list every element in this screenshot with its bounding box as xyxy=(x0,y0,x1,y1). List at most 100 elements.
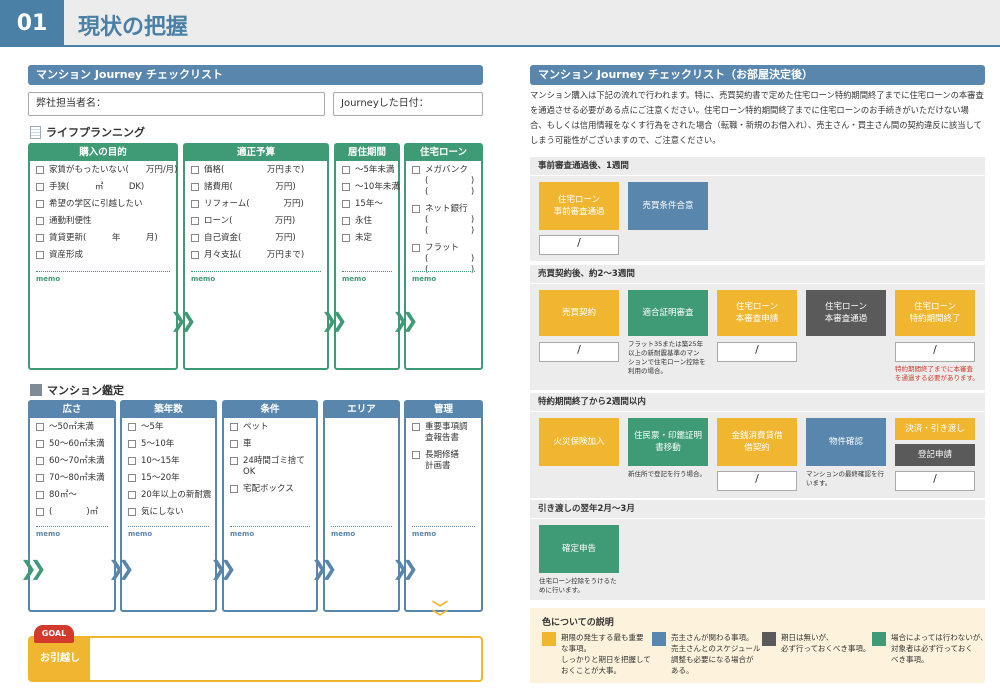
checkbox[interactable] xyxy=(128,474,136,482)
checkbox[interactable] xyxy=(36,234,44,242)
checklist-item[interactable]: 価格( 万円まで) xyxy=(191,165,322,176)
checklist-item[interactable]: ペット xyxy=(230,422,311,433)
checklist-item[interactable]: フラット ( ) ( ) xyxy=(412,243,476,276)
checkbox[interactable] xyxy=(230,485,238,493)
stage-4: 引き渡しの翌年2月〜3月 確定申告 住宅ローン控除をうけるた めに行います。 xyxy=(530,500,985,600)
checklist-item[interactable]: 気にしない xyxy=(128,507,210,518)
checklist-item[interactable]: 〜5年 xyxy=(128,422,210,433)
checkbox[interactable] xyxy=(342,183,350,191)
checkbox[interactable] xyxy=(412,244,420,252)
checkbox[interactable] xyxy=(128,423,136,431)
checklist-item[interactable]: 長期修繕 計画書 xyxy=(412,450,476,472)
checklist-item[interactable]: 賃貸更新( 年 月) xyxy=(36,233,171,244)
checkbox[interactable] xyxy=(412,423,420,431)
checkbox[interactable] xyxy=(191,166,199,174)
staff-name-field[interactable]: 弊社担当者名： xyxy=(28,92,325,116)
checkbox[interactable] xyxy=(191,200,199,208)
checklist-item[interactable]: 自己資金( 万円) xyxy=(191,233,322,244)
col-region: エリア memo xyxy=(323,400,400,612)
checkbox[interactable] xyxy=(342,217,350,225)
checklist-item-label: 20年以上の新耐震 xyxy=(141,490,212,500)
checkbox[interactable] xyxy=(36,200,44,208)
date-slot[interactable]: / xyxy=(539,342,619,362)
checkbox[interactable] xyxy=(342,166,350,174)
legend-yellow: 期限の発生する最も重要 な事項。 しっかりと期日を把握して おくことが大事。 xyxy=(561,633,651,675)
date-slot[interactable]: / xyxy=(895,471,975,491)
checkbox[interactable] xyxy=(128,440,136,448)
checklist-item[interactable]: 15年〜 xyxy=(342,199,393,210)
col-loan: 住宅ローン メガバンク ( ) ( )ネット銀行 ( ) ( )フラット ( )… xyxy=(404,143,483,370)
chevron-right-icon: ❯❯ xyxy=(392,308,418,332)
checklist-item[interactable]: 通勤利便性 xyxy=(36,216,171,227)
checkbox[interactable] xyxy=(36,183,44,191)
checkbox[interactable] xyxy=(36,491,44,499)
checklist-item[interactable]: 〜10年未満 xyxy=(342,182,400,193)
checklist-item-label: 24時間ゴミ捨て OK xyxy=(243,456,305,477)
checklist-item[interactable]: 〜5年未満 xyxy=(342,165,394,176)
checkbox[interactable] xyxy=(36,474,44,482)
date-slot[interactable]: / xyxy=(895,342,975,362)
checkbox[interactable] xyxy=(36,251,44,259)
checklist-item[interactable]: 宅配ボックス xyxy=(230,484,311,495)
checkbox[interactable] xyxy=(36,440,44,448)
checkbox[interactable] xyxy=(36,217,44,225)
checklist-item[interactable]: 月々支払( 万円まで) xyxy=(191,250,322,261)
checkbox[interactable] xyxy=(342,200,350,208)
checkbox[interactable] xyxy=(230,457,238,465)
checklist-item[interactable]: 〜50㎡未満 xyxy=(36,422,109,433)
checkbox[interactable] xyxy=(342,234,350,242)
checklist-item[interactable]: ローン( 万円) xyxy=(191,216,322,227)
date-slot[interactable]: / xyxy=(717,471,797,491)
checklist-item-label: 永住 xyxy=(355,216,373,226)
checkbox[interactable] xyxy=(412,451,420,459)
checkbox[interactable] xyxy=(36,508,44,516)
checkbox[interactable] xyxy=(412,205,420,213)
checklist-item[interactable]: 未定 xyxy=(342,233,393,244)
checklist-item[interactable]: ( )㎡ xyxy=(36,507,109,518)
tile-preapproval: 住宅ローン 事前審査通過 xyxy=(539,182,619,230)
checklist-item[interactable]: 車 xyxy=(230,439,311,450)
checkbox[interactable] xyxy=(36,423,44,431)
checkbox[interactable] xyxy=(191,234,199,242)
date-slot[interactable]: / xyxy=(717,342,797,362)
checklist-item[interactable]: 資産形成 xyxy=(36,250,171,261)
goal-label: お引越し xyxy=(30,638,90,680)
page-title: 現状の把握 xyxy=(78,15,189,40)
col-budget: 適正予算 価格( 万円まで)諸費用( 万円)リフォーム( 万円)ローン( 万円)… xyxy=(183,143,329,370)
checklist-item[interactable]: 重要事項調 査報告書 xyxy=(412,422,476,444)
checkbox[interactable] xyxy=(128,491,136,499)
checklist-item[interactable]: メガバンク ( ) ( ) xyxy=(412,165,476,198)
checklist-item[interactable]: 諸費用( 万円) xyxy=(191,182,322,193)
checklist-item[interactable]: 10〜15年 xyxy=(128,456,210,467)
checklist-item[interactable]: 希望の学区に引越したい xyxy=(36,199,171,210)
checklist-item[interactable]: 5〜10年 xyxy=(128,439,210,450)
tile-conformity-review: 適合証明審査 xyxy=(628,290,708,336)
checkbox[interactable] xyxy=(191,183,199,191)
checkbox[interactable] xyxy=(36,457,44,465)
tile-main-review-pass: 住宅ローン 本審査通過 xyxy=(806,290,886,336)
checkbox[interactable] xyxy=(230,423,238,431)
checkbox[interactable] xyxy=(128,508,136,516)
checklist-item[interactable]: 80㎡〜 xyxy=(36,490,109,501)
checklist-item-label: 50〜60㎡未満 xyxy=(49,439,105,449)
checklist-item[interactable]: 24時間ゴミ捨て OK xyxy=(230,456,311,478)
checklist-item[interactable]: 15〜20年 xyxy=(128,473,210,484)
checkbox[interactable] xyxy=(191,217,199,225)
checkbox[interactable] xyxy=(36,166,44,174)
checklist-item[interactable]: 手狭( ㎡ DK) xyxy=(36,182,171,193)
checklist-item[interactable]: ネット銀行 ( ) ( ) xyxy=(412,204,476,237)
journey-date-field[interactable]: Journeyした日付： xyxy=(333,92,483,116)
checklist-item-label: 宅配ボックス xyxy=(243,484,294,494)
checklist-item[interactable]: 50〜60㎡未満 xyxy=(36,439,109,450)
checkbox[interactable] xyxy=(412,166,420,174)
checklist-item[interactable]: 永住 xyxy=(342,216,393,227)
checklist-item[interactable]: 20年以上の新耐震 xyxy=(128,490,212,501)
checkbox[interactable] xyxy=(191,251,199,259)
checkbox[interactable] xyxy=(128,457,136,465)
checklist-item[interactable]: 70〜80㎡未満 xyxy=(36,473,109,484)
date-slot[interactable]: / xyxy=(539,235,619,255)
checklist-item[interactable]: リフォーム( 万円) xyxy=(191,199,322,210)
checkbox[interactable] xyxy=(230,440,238,448)
checklist-item[interactable]: 60〜70㎡未満 xyxy=(36,456,109,467)
checklist-item[interactable]: 家賃がもったいない( 万円/月) xyxy=(36,165,178,176)
